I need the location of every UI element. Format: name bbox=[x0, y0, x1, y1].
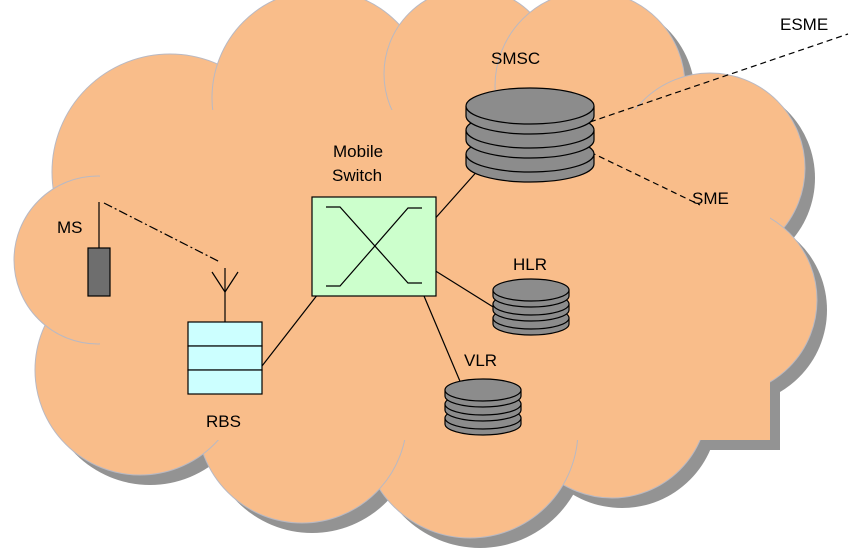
rbs-label: RBS bbox=[206, 412, 241, 431]
mobile-switch-label-line2: Switch bbox=[332, 166, 382, 185]
vlr-database-icon bbox=[444, 378, 522, 436]
rbs-icon bbox=[187, 268, 263, 395]
ms-phone-icon bbox=[87, 202, 111, 297]
link-switch-hlr bbox=[433, 269, 499, 311]
smsc-database-icon bbox=[465, 87, 595, 183]
mobile-switch-label-line1: Mobile bbox=[333, 142, 383, 161]
link-switch-smsc bbox=[431, 167, 481, 223]
hlr-label: HLR bbox=[513, 255, 547, 274]
esme-label: ESME bbox=[780, 15, 828, 34]
hlr-database-icon bbox=[492, 278, 570, 336]
sme-label: SME bbox=[692, 189, 729, 208]
link-smsc-sme bbox=[589, 151, 701, 206]
mobile-switch-icon bbox=[311, 196, 437, 297]
vlr-label: VLR bbox=[464, 351, 497, 370]
link-switch-vlr bbox=[423, 295, 463, 387]
ms-label: MS bbox=[57, 218, 83, 237]
link-smsc-esme bbox=[589, 33, 849, 123]
connection-lines bbox=[103, 33, 849, 387]
link-switch-rbs bbox=[261, 293, 319, 367]
smsc-label: SMSC bbox=[491, 49, 540, 68]
link-ms-rbs-radio bbox=[103, 202, 221, 263]
